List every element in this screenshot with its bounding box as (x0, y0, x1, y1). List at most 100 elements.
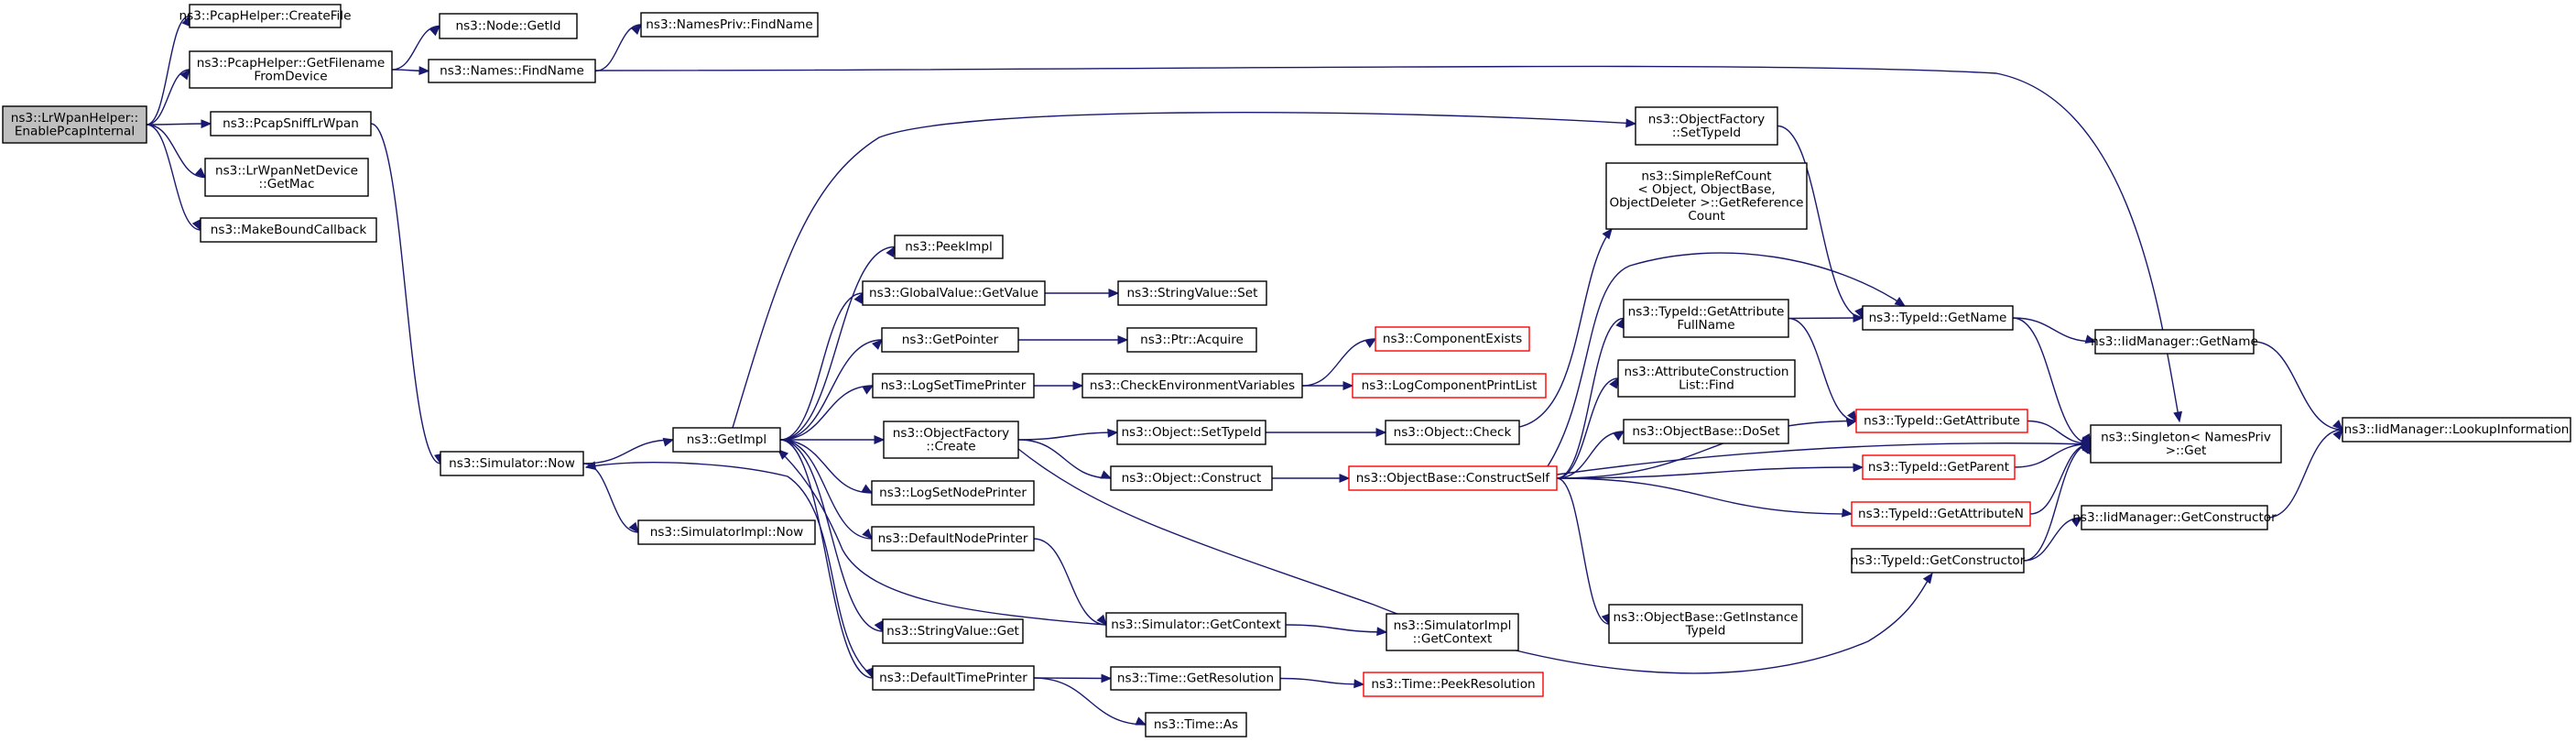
node-simplerefcount[interactable]: ns3::SimpleRefCount< Object, ObjectBase,… (1605, 162, 1808, 230)
arrowhead (1613, 431, 1625, 442)
node-names-findname[interactable]: ns3::Names::FindName (428, 59, 596, 83)
node-label: ns3::ObjectBase::ConstructSelf (1356, 471, 1551, 486)
node-label: Count (1688, 209, 1724, 224)
arrowhead (1135, 716, 1147, 726)
node-label: ns3::StringValue::Get (886, 624, 1019, 639)
node-typeid-getname[interactable]: ns3::TypeId::GetName (1862, 305, 2014, 331)
node-time-getresolution[interactable]: ns3::Time::GetResolution (1110, 666, 1281, 691)
node-simulator-now[interactable]: ns3::Simulator::Now (440, 451, 584, 476)
node-box (872, 373, 1035, 399)
arrowhead (1847, 410, 1857, 422)
node-box (1862, 305, 2014, 331)
node-object-check[interactable]: ns3::Object::Check (1385, 420, 1520, 445)
node-box (210, 111, 372, 137)
node-lognodeprinter[interactable]: ns3::LogSetNodePrinter (871, 480, 1035, 506)
node-label: ns3::Node::GetId (455, 19, 560, 34)
node-globalvalue-getvalue[interactable]: ns3::GlobalValue::GetValue (862, 280, 1046, 306)
node-makeboundcallback[interactable]: ns3::MakeBoundCallback (200, 217, 377, 243)
node-label: ns3::ObjectBase::GetInstance (1613, 610, 1798, 625)
node-label: ns3::SimulatorImpl::Now (650, 525, 804, 540)
node-iidmanager-getconstructor[interactable]: ns3::IidManager::GetConstructor (2072, 505, 2277, 530)
node-box (1105, 612, 1287, 638)
arrowhead (2332, 420, 2343, 431)
arrowhead (1108, 289, 1120, 298)
node-label: FullName (1677, 318, 1734, 333)
node-object-settypeid[interactable]: ns3::Object::SetTypeId (1116, 420, 1266, 445)
node-simulator-getcontext[interactable]: ns3::Simulator::GetContext (1105, 612, 1287, 638)
edge-getimpl-to-defaultnodeprinter (779, 439, 873, 540)
node-typeid-getattribute[interactable]: ns3::TypeId::GetAttribute (1855, 409, 2028, 433)
node-peekimpl[interactable]: ns3::PeekImpl (894, 235, 1004, 259)
edge-logsettimeprinter-to-checkenvironmentvariables (1033, 381, 1084, 390)
node-stringvalue-get[interactable]: ns3::StringValue::Get (882, 618, 1024, 644)
node-label: ns3::LogSetTimePrinter (881, 378, 1027, 393)
node-box (894, 235, 1004, 259)
node-simulatorimpl-getcontext[interactable]: ns3::SimulatorImpl::GetContext (1386, 613, 1519, 651)
node-box (862, 280, 1046, 306)
node-iidmanager-lookupinformation[interactable]: ns3::IidManager::LookupInformation (2342, 417, 2571, 443)
node-objectfactory-create[interactable]: ns3::ObjectFactory::Create (883, 421, 1019, 459)
arrowhead (1853, 463, 1864, 473)
node-defaulttimeprinter[interactable]: ns3::DefaultTimePrinter (872, 665, 1035, 691)
node-label: ns3::IidManager::LookupInformation (2344, 422, 2570, 437)
node-time-as[interactable]: ns3::Time::As (1145, 712, 1247, 738)
arrowhead (874, 435, 886, 444)
node-lrwpannetdevice-getmac[interactable]: ns3::LrWpanNetDevice::GetMac (204, 158, 369, 197)
node-box (1617, 359, 1796, 398)
node-checkenvironmentvariables[interactable]: ns3::CheckEnvironmentVariables (1081, 373, 1303, 399)
node-label: ns3::LrWpanHelper:: (11, 111, 139, 126)
node-singleton-get[interactable]: ns3::Singleton< NamesPriv >::Get (2090, 424, 2282, 464)
node-ptr-acquire[interactable]: ns3::Ptr::Acquire (1126, 327, 1257, 353)
node-componentexists[interactable]: ns3::ComponentExists (1375, 326, 1530, 352)
node-typeid-getconstructor[interactable]: ns3::TypeId::GetConstructor (1851, 548, 2026, 574)
edge-objectbase-constructself-to-typeid-getparent (1556, 463, 1864, 479)
arrowhead (1625, 118, 1637, 128)
node-stringvalue-set[interactable]: ns3::StringValue::Set (1117, 280, 1267, 306)
arrowhead (1841, 508, 1853, 518)
edge-defaultnodeprinter-to-simulator-getcontext (1033, 538, 1107, 626)
node-logsettimeprinter[interactable]: ns3::LogSetTimePrinter (872, 373, 1035, 399)
edge-object-settypeid-to-object-check (1266, 428, 1387, 437)
node-box (1851, 501, 2031, 527)
node-label: ns3::SimpleRefCount (1641, 169, 1771, 183)
node-enablepcapinternal[interactable]: ns3::LrWpanHelper::EnablePcapInternal (2, 105, 147, 144)
node-objectfactory-settypeid[interactable]: ns3::ObjectFactory::SetTypeId (1635, 106, 1778, 146)
edge-objectbase-constructself-to-objectbase-doset (1556, 431, 1625, 479)
node-label: ns3::Object::Construct (1122, 471, 1262, 486)
node-box (428, 59, 596, 83)
node-box (637, 519, 816, 545)
node-logcomponentprintlist[interactable]: ns3::LogComponentPrintList (1352, 373, 1547, 399)
node-typeid-getparent[interactable]: ns3::TypeId::GetParent (1862, 454, 2016, 480)
node-iidmanager-getname[interactable]: ns3::IidManager::GetName (2091, 329, 2258, 355)
node-box (204, 158, 369, 197)
node-label: ns3::PcapSniffLrWpan (223, 116, 359, 131)
node-node-getid[interactable]: ns3::Node::GetId (439, 13, 578, 39)
arrowhead (1375, 428, 1387, 437)
node-object-construct[interactable]: ns3::Object::Construct (1110, 465, 1273, 491)
arrowhead (1101, 673, 1113, 683)
node-objectbase-constructself[interactable]: ns3::ObjectBase::ConstructSelf (1348, 465, 1558, 491)
node-label: >::Get (2166, 443, 2207, 458)
node-box (2094, 329, 2255, 355)
node-objectbase-doset[interactable]: ns3::ObjectBase::DoSet (1623, 419, 1789, 444)
node-pcap-createfile[interactable]: ns3::PcapHelper::CreateFile (179, 4, 352, 28)
node-defaultnodeprinter[interactable]: ns3::DefaultNodePrinter (871, 526, 1035, 552)
arrowhead (1342, 381, 1354, 390)
arrowhead (1609, 377, 1619, 389)
node-box (189, 50, 393, 89)
node-getimpl[interactable]: ns3::GetImpl (672, 427, 781, 453)
node-namespriv-findname[interactable]: ns3::NamesPriv::FindName (640, 12, 819, 38)
node-label: ns3::Simulator::GetContext (1111, 617, 1281, 632)
node-simulatorimpl-now[interactable]: ns3::SimulatorImpl::Now (637, 519, 816, 545)
node-getpointer[interactable]: ns3::GetPointer (881, 327, 1019, 353)
node-typeid-getattributen[interactable]: ns3::TypeId::GetAttributeN (1851, 501, 2031, 527)
node-time-peekresolution[interactable]: ns3::Time::PeekResolution (1363, 672, 1544, 697)
node-box (1116, 420, 1266, 445)
node-pcapsnifflrwpan[interactable]: ns3::PcapSniffLrWpan (210, 111, 372, 137)
node-label: ns3::Names::FindName (440, 64, 584, 79)
node-box (871, 526, 1035, 552)
